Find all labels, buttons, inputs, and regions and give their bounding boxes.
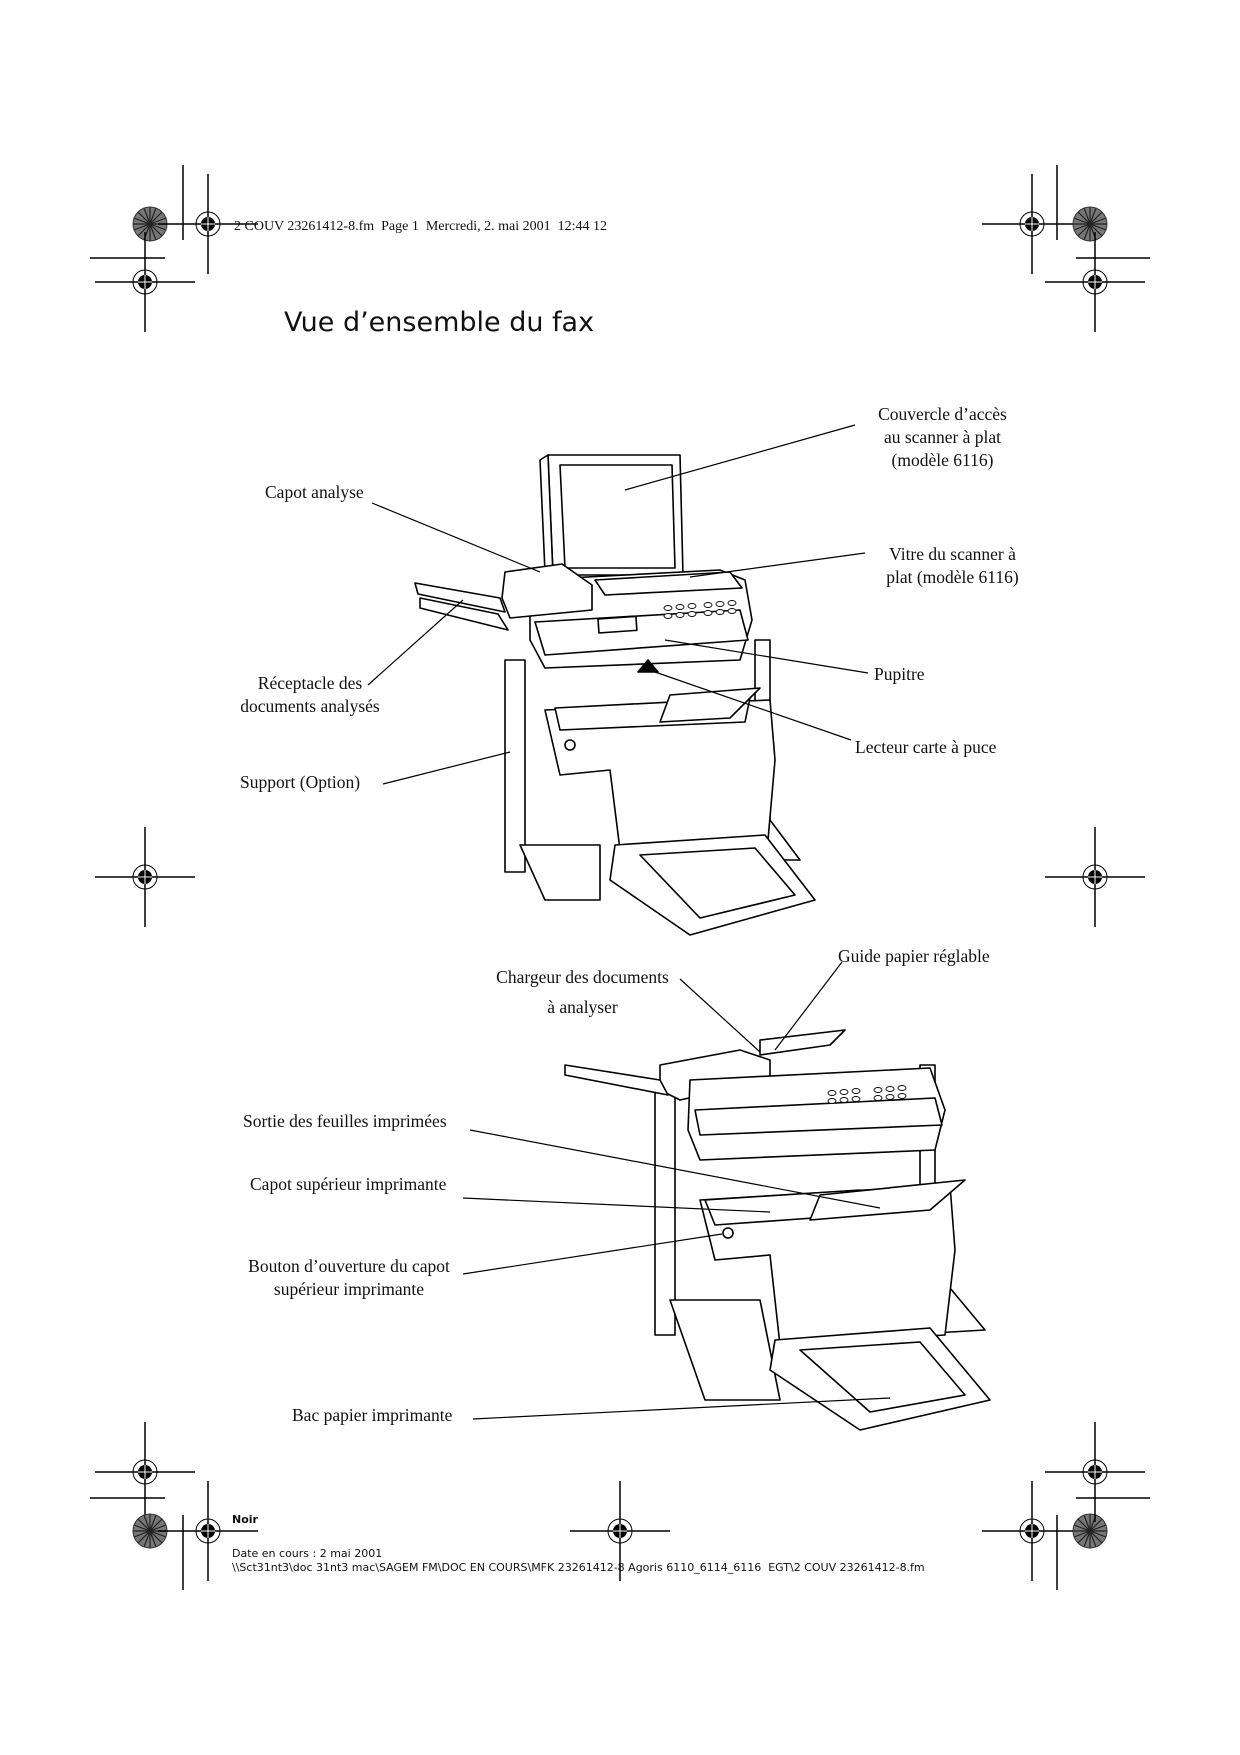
label-support: Support (Option) [240, 772, 361, 792]
registration-target-icon [94, 1421, 196, 1523]
registration-target-icon [981, 1480, 1083, 1582]
registration-target-icon [1044, 826, 1146, 928]
label-bouton-ouverture: Bouton d’ouverture du capot supérieur im… [248, 1256, 450, 1299]
label-couvercle: Couvercle d’accès au scanner à plat (mod… [878, 404, 1007, 470]
label-vitre: Vitre du scanner à plat (modèle 6116) [886, 544, 1019, 587]
label-capot-superieur: Capot supérieur imprimante [250, 1174, 447, 1194]
keypad-dots [663, 600, 737, 619]
registration-target-icon [94, 231, 196, 333]
fax-illustration-top [414, 454, 816, 936]
page-title: Vue d’ensemble du fax [284, 307, 595, 338]
registration-target-icon [94, 826, 196, 928]
registration-target-icon [1044, 231, 1146, 333]
label-bac-papier: Bac papier imprimante [292, 1405, 453, 1425]
footer-path: \\Sct31nt3\doc 31nt3 mac\SAGEM FM\DOC EN… [232, 1561, 925, 1574]
registration-target-icon [1044, 1421, 1146, 1523]
label-lecteur-carte: Lecteur carte à puce [855, 737, 997, 757]
fax-illustration-bottom [564, 1029, 991, 1431]
label-chargeur: Chargeur des documents à analyser [496, 967, 669, 1017]
label-capot-analyse: Capot analyse [265, 482, 364, 502]
file-info-header: 2 COUV 23261412-8.fm Page 1 Mercredi, 2.… [234, 219, 608, 234]
footer-date: Date en cours : 2 mai 2001 [232, 1547, 383, 1560]
color-separation-label: Noir [232, 1513, 258, 1526]
label-pupitre: Pupitre [874, 664, 925, 684]
color-wheel-icon [1072, 206, 1108, 242]
leader-lines-bottom [462, 961, 891, 1420]
registration-target-icon [981, 173, 1083, 275]
leader-lines-top [367, 424, 869, 785]
color-wheel-icon [1072, 1513, 1108, 1549]
label-receptacle: Réceptacle des documents analysés [240, 673, 380, 716]
label-sortie-feuilles: Sortie des feuilles imprimées [243, 1111, 447, 1131]
keypad-dots [827, 1085, 907, 1104]
label-guide-papier: Guide papier réglable [838, 946, 990, 966]
